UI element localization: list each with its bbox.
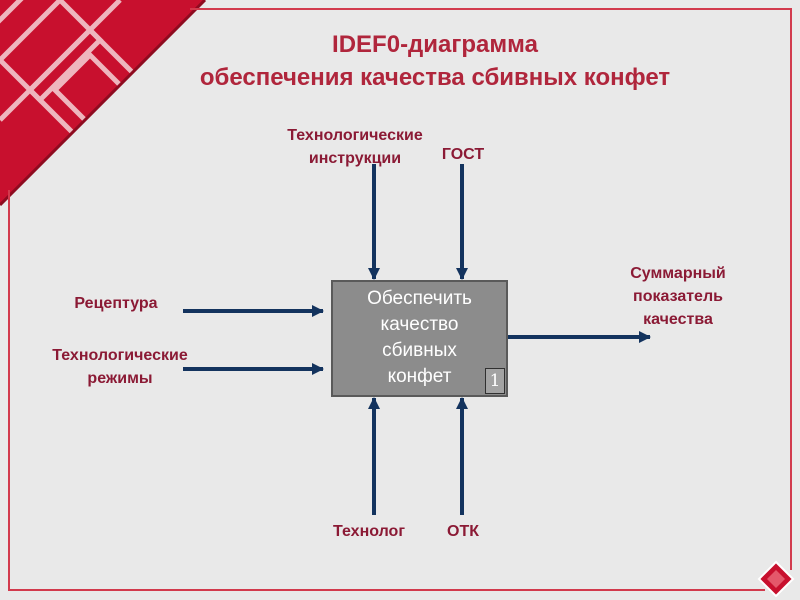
label-line: качества (643, 311, 713, 328)
function-label-line: конфет (387, 366, 452, 387)
label-line: Технологические (52, 347, 188, 364)
title-line-2: обеспечения качества сбивных конфет (199, 64, 671, 91)
output-label: Суммарный показатель качества (600, 262, 756, 331)
mechanism-label-otk: ОТК (430, 520, 496, 543)
title-line-1: IDEF0-диаграмма (332, 31, 538, 58)
function-number: 1 (485, 368, 505, 394)
label-line: инструкции (308, 150, 402, 167)
label-line: Технолог (333, 523, 405, 540)
control-label-gost: ГОСТ (430, 143, 496, 166)
function-label-line: сбивных (382, 340, 457, 361)
function-label: Обеспечить качество сбивных конфет (333, 286, 506, 390)
input-label-modes: Технологические режимы (30, 344, 210, 390)
function-label-line: Обеспечить (367, 288, 472, 309)
label-line: Рецептура (74, 295, 158, 312)
function-box: Обеспечить качество сбивных конфет 1 (331, 280, 508, 397)
label-line: ОТК (447, 523, 479, 540)
label-line: Технологические (287, 127, 423, 144)
page-title: IDEF0-диаграмма обеспечения качества сби… (130, 28, 740, 94)
label-line: показатель (633, 288, 723, 305)
mechanism-label-technologist: Технолог (314, 520, 424, 543)
function-label-line: качество (380, 314, 459, 335)
label-line: ГОСТ (441, 146, 485, 163)
input-label-recipe: Рецептура (46, 292, 186, 315)
control-label-instructions: Технологические инструкции (265, 124, 445, 170)
label-line: режимы (87, 370, 153, 387)
label-line: Суммарный (630, 265, 726, 282)
